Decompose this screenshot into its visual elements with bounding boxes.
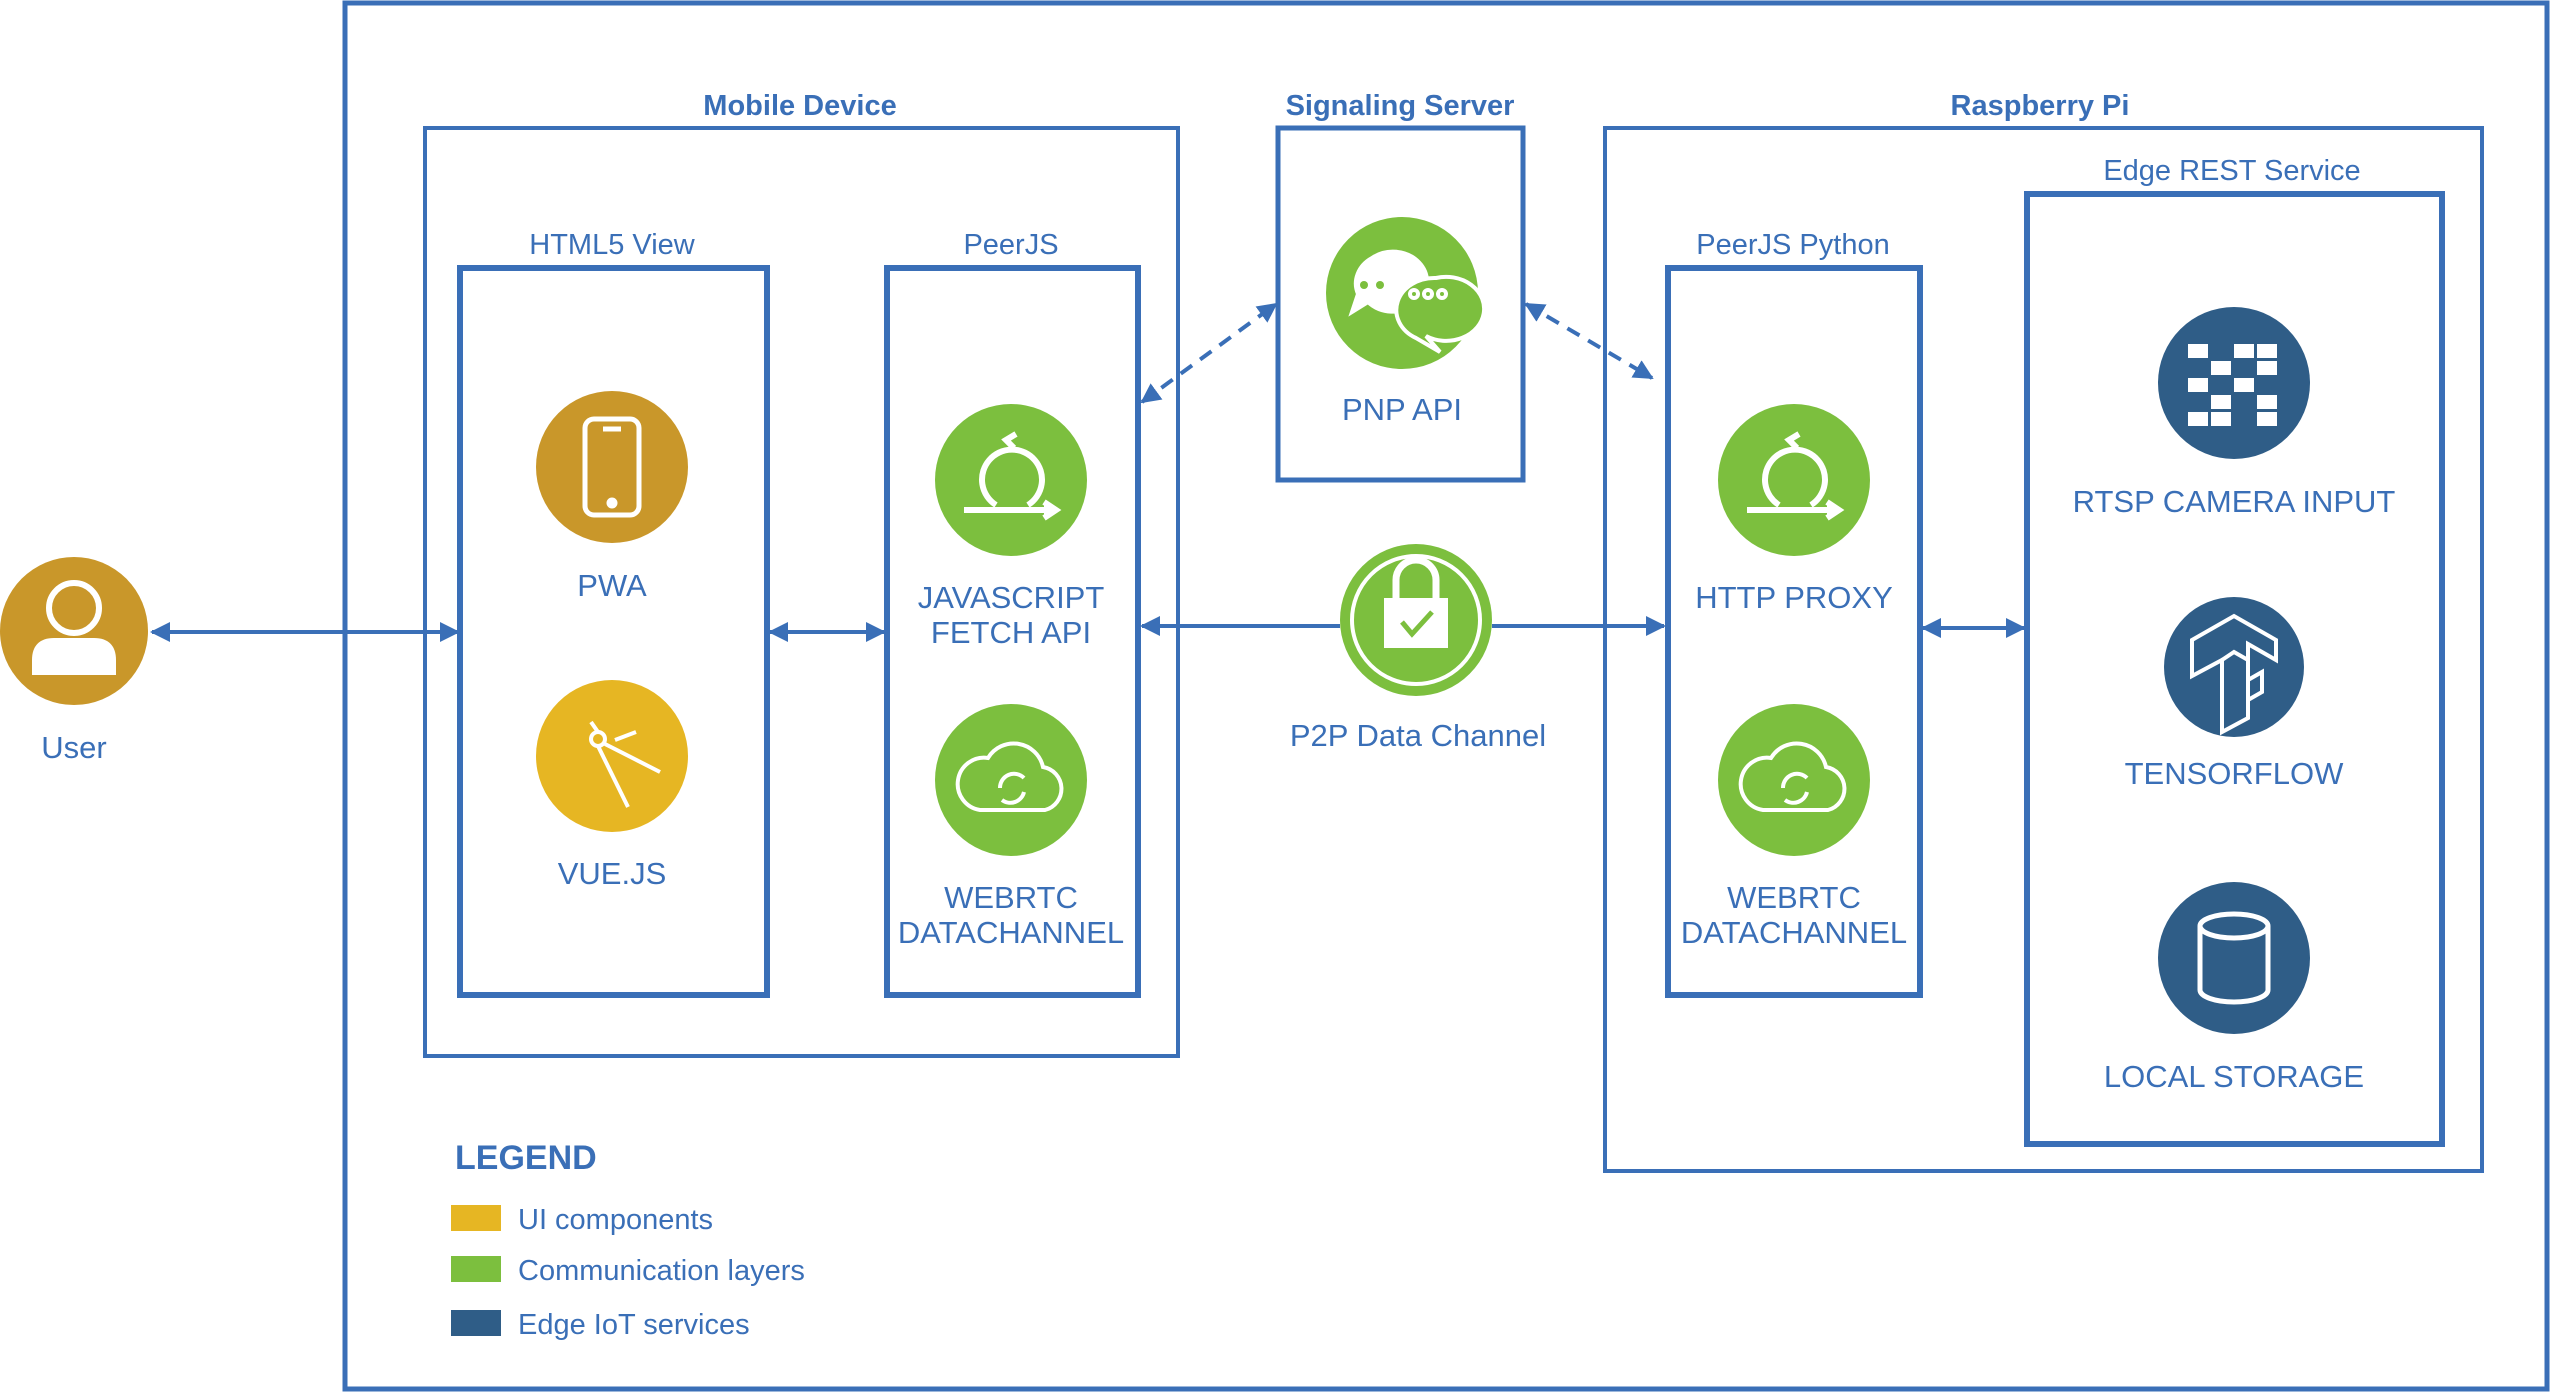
- loop-icon: [964, 431, 1062, 521]
- legend-swatch-ui: [451, 1205, 501, 1231]
- peerjs-title: PeerJS: [963, 229, 1058, 261]
- smartphone-icon: [582, 416, 642, 518]
- legend-swatch-comm: [451, 1256, 501, 1282]
- webrtc-mobile-node: WEBRTC DATACHANNEL: [898, 704, 1124, 950]
- raspberry-pi-group: Raspberry Pi PeerJS Python HTTP PROXY WE…: [1603, 90, 2484, 1173]
- webrtc-pi-label-1: WEBRTC: [1727, 880, 1861, 915]
- p2p-label: P2P Data Channel: [1290, 718, 1546, 753]
- legend-label-edge: Edge IoT services: [518, 1309, 750, 1341]
- signaling-server-group: Signaling Server PNP API: [1275, 90, 1526, 483]
- mobile-device-title: Mobile Device: [703, 90, 896, 122]
- signaling-server-box: [1275, 125, 1526, 483]
- peerjs-python-title: PeerJS Python: [1696, 229, 1889, 261]
- lock-icon: [1384, 556, 1448, 648]
- raspberry-pi-title: Raspberry Pi: [1951, 90, 2130, 122]
- webrtc-pi-label-2: DATACHANNEL: [1681, 915, 1907, 950]
- peerjs-python-box: [1665, 265, 1923, 998]
- database-icon: [2197, 911, 2271, 1005]
- vue-label: VUE.JS: [558, 856, 667, 891]
- peerjs-to-signaling-dashed-arrow: [1140, 302, 1278, 404]
- chat-bubbles-icon: [1348, 249, 1487, 354]
- p2p-node: P2P Data Channel: [1290, 544, 1546, 753]
- edge-rest-title: Edge REST Service: [2103, 155, 2360, 187]
- html5-view-title: HTML5 View: [529, 229, 696, 261]
- webrtc-pi-node: WEBRTC DATACHANNEL: [1681, 704, 1907, 950]
- cloud-sync-icon: [955, 741, 1064, 812]
- loop-icon: [1747, 431, 1845, 521]
- signaling-to-python-dashed-arrow: [1524, 302, 1654, 380]
- pnp-api-label: PNP API: [1342, 392, 1462, 427]
- tensorflow-label: TENSORFLOW: [2125, 756, 2344, 791]
- connectors: [150, 302, 2026, 642]
- cloud-sync-icon: [1738, 741, 1847, 812]
- compass-icon: [589, 720, 661, 808]
- tensorflow-node: TENSORFLOW: [2125, 597, 2344, 791]
- vue-node: VUE.JS: [536, 680, 688, 891]
- webrtc-mobile-label-2: DATACHANNEL: [898, 915, 1124, 950]
- html5-view-box: [457, 265, 770, 998]
- webrtc-mobile-label-1: WEBRTC: [944, 880, 1078, 915]
- edge-rest-box: [2024, 191, 2445, 1147]
- user-node: User: [0, 557, 148, 765]
- http-proxy-node: HTTP PROXY: [1695, 404, 1893, 615]
- pwa-node: PWA: [536, 391, 688, 603]
- local-storage-label: LOCAL STORAGE: [2104, 1059, 2364, 1094]
- fetch-api-label-1: JAVASCRIPT: [918, 580, 1105, 615]
- tensorflow-icon: [2190, 613, 2278, 736]
- raspberry-pi-box: [1603, 126, 2484, 1173]
- local-storage-node: LOCAL STORAGE: [2104, 882, 2364, 1094]
- outer-frame: [342, 0, 2550, 1392]
- legend: LEGEND UI components Communication layer…: [451, 1139, 805, 1341]
- peerjs-box: [884, 265, 1141, 998]
- pnp-api-node: PNP API: [1326, 217, 1487, 427]
- legend-label-comm: Communication layers: [518, 1255, 805, 1287]
- legend-label-ui: UI components: [518, 1204, 713, 1236]
- signaling-server-title: Signaling Server: [1286, 90, 1515, 122]
- mobile-device-box: [423, 126, 1180, 1058]
- mobile-device-group: Mobile Device HTML5 View PWA VUE.JS: [423, 90, 1180, 1058]
- rtsp-label: RTSP CAMERA INPUT: [2073, 484, 2396, 519]
- fetch-api-label-2: FETCH API: [931, 615, 1091, 650]
- pwa-label: PWA: [577, 568, 647, 603]
- fetch-api-node: JAVASCRIPT FETCH API: [918, 404, 1105, 650]
- grid-icon: [2188, 344, 2277, 426]
- http-proxy-label: HTTP PROXY: [1695, 580, 1893, 615]
- user-icon: [32, 580, 116, 675]
- rtsp-node: RTSP CAMERA INPUT: [2073, 307, 2396, 519]
- legend-swatch-edge: [451, 1310, 501, 1336]
- legend-title: LEGEND: [455, 1139, 597, 1177]
- user-label: User: [41, 730, 106, 765]
